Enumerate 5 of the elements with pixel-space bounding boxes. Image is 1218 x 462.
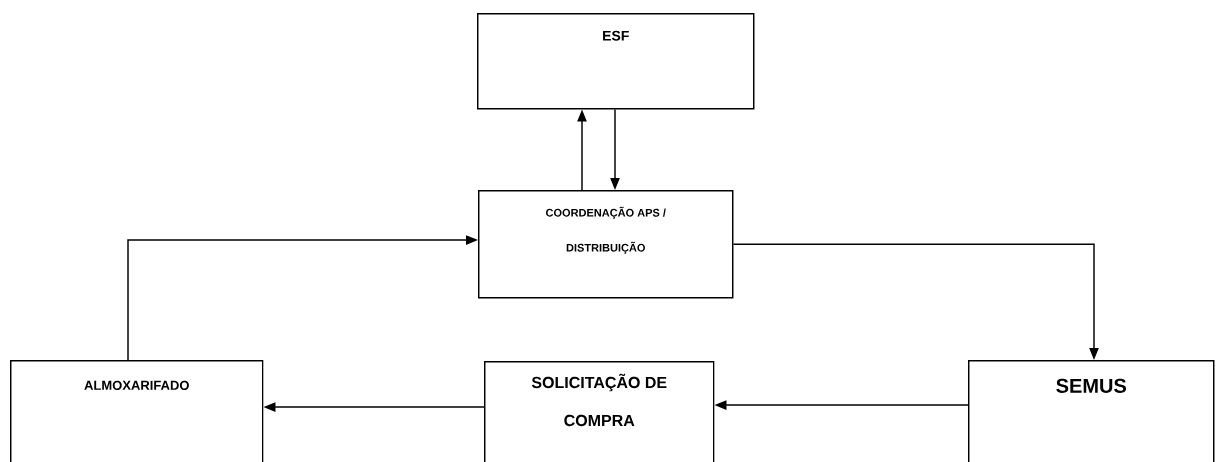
process-box: COORDENAÇÃO APS / DISTRIBUIÇÃO (478, 190, 734, 299)
process-box: SOLICITAÇÃO DE COMPRA (484, 361, 715, 462)
process-box: ESF (477, 13, 755, 110)
process-box: SEMUS (968, 360, 1215, 462)
process-box: ALMOXARIFADO (10, 360, 264, 462)
